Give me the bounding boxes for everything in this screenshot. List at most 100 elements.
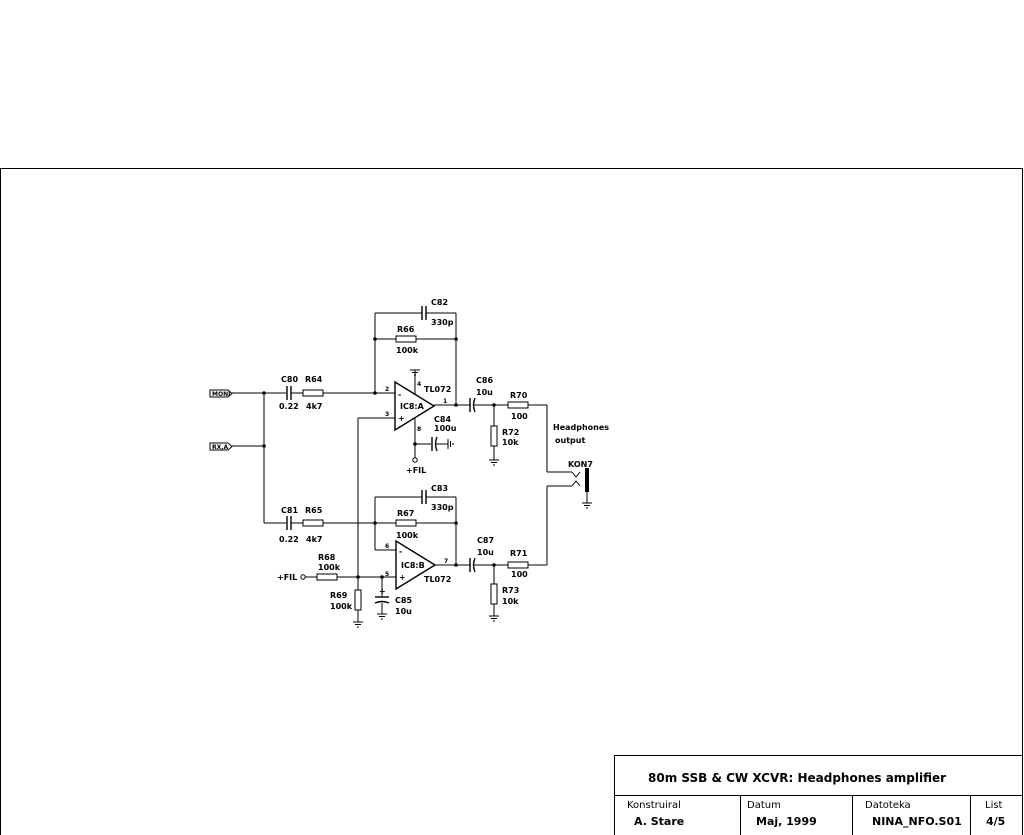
title-block: 80m SSB & CW XCVR: Headphones amplifier … bbox=[614, 755, 1023, 835]
resistor-r66: R66 100k bbox=[395, 325, 419, 355]
svg-text:IC8:A: IC8:A bbox=[400, 402, 425, 411]
title-block-designer: A. Stare bbox=[634, 815, 684, 828]
capacitor-c87: C87 10u bbox=[469, 536, 494, 573]
wires-input-rx bbox=[232, 391, 375, 524]
opamp-ic8b: - + IC8:B TL072 6 5 7 bbox=[385, 539, 470, 591]
svg-text:330p: 330p bbox=[431, 503, 454, 512]
svg-text:100k: 100k bbox=[396, 346, 419, 355]
svg-text:7: 7 bbox=[444, 558, 448, 565]
svg-text:R64: R64 bbox=[305, 375, 323, 384]
svg-text:100k: 100k bbox=[396, 531, 419, 540]
wires-output-a bbox=[474, 403, 572, 473]
svg-text:100k: 100k bbox=[330, 602, 353, 611]
title-block-file-caption: Datoteka bbox=[865, 800, 911, 811]
svg-text:100u: 100u bbox=[434, 424, 457, 433]
svg-text:IC8:B: IC8:B bbox=[401, 561, 425, 570]
port-moni: MONI bbox=[209, 389, 233, 398]
svg-text:-: - bbox=[399, 547, 402, 556]
sheet-border bbox=[0, 168, 1023, 835]
ground-r72 bbox=[489, 459, 499, 466]
capacitor-c85: + C85 10u bbox=[374, 587, 412, 616]
svg-text:3: 3 bbox=[385, 411, 389, 418]
svg-text:100: 100 bbox=[511, 412, 528, 421]
svg-text:R72: R72 bbox=[502, 428, 519, 437]
svg-text:KON7: KON7 bbox=[568, 460, 593, 469]
svg-text:10k: 10k bbox=[502, 597, 519, 606]
svg-text:8: 8 bbox=[417, 426, 421, 433]
svg-text:100k: 100k bbox=[318, 563, 341, 572]
svg-text:Headphones: Headphones bbox=[553, 423, 609, 432]
port-rx: RX,A bbox=[209, 442, 233, 451]
svg-text:1: 1 bbox=[443, 398, 447, 405]
bias-network: +FIL bbox=[277, 418, 392, 622]
title-block-date-caption: Datum bbox=[747, 800, 781, 811]
svg-text:10u: 10u bbox=[476, 388, 493, 397]
svg-text:+FIL: +FIL bbox=[277, 573, 297, 582]
capacitor-c82: C82 330p bbox=[421, 298, 454, 327]
svg-text:5: 5 bbox=[385, 571, 389, 578]
resistor-r68: R68 100k bbox=[316, 553, 341, 581]
svg-text:+FIL: +FIL bbox=[406, 466, 426, 475]
svg-text:C83: C83 bbox=[431, 484, 448, 493]
svg-text:10k: 10k bbox=[502, 438, 519, 447]
title-block-sheet: 4/5 bbox=[986, 815, 1005, 828]
capacitor-c84: C84 100u bbox=[431, 415, 457, 452]
resistor-r69: R69 100k bbox=[330, 589, 362, 611]
capacitor-c81: C81 0.22 bbox=[279, 506, 299, 544]
svg-text:R65: R65 bbox=[305, 506, 323, 515]
svg-text:R73: R73 bbox=[502, 586, 519, 595]
svg-text:4: 4 bbox=[417, 381, 421, 388]
svg-text:+: + bbox=[379, 587, 386, 596]
title-block-sheet-caption: List bbox=[985, 800, 1003, 811]
svg-text:output: output bbox=[555, 436, 585, 445]
svg-text:10u: 10u bbox=[395, 607, 412, 616]
svg-text:4k7: 4k7 bbox=[306, 402, 322, 411]
svg-text:2: 2 bbox=[385, 386, 389, 393]
svg-text:10u: 10u bbox=[477, 548, 494, 557]
capacitor-c86: C86 10u bbox=[469, 376, 493, 413]
svg-text:C86: C86 bbox=[476, 376, 493, 385]
svg-text:MONI: MONI bbox=[212, 391, 230, 398]
svg-text:C84: C84 bbox=[434, 415, 451, 424]
wires-output-b bbox=[474, 485, 572, 616]
svg-text:R70: R70 bbox=[510, 391, 528, 400]
connector-kon7: Headphones output KON7 bbox=[553, 423, 609, 509]
svg-text:0.22: 0.22 bbox=[279, 402, 299, 411]
svg-text:C87: C87 bbox=[477, 536, 494, 545]
capacitor-c83: C83 330p bbox=[421, 484, 454, 512]
svg-text:C80: C80 bbox=[281, 375, 298, 384]
svg-text:TL072: TL072 bbox=[424, 575, 451, 584]
svg-text:R66: R66 bbox=[397, 325, 415, 334]
title-block-designer-caption: Konstruiral bbox=[627, 800, 681, 811]
resistor-r65: R65 4k7 bbox=[302, 506, 324, 544]
svg-text:R69: R69 bbox=[330, 591, 348, 600]
title-block-date: Maj, 1999 bbox=[756, 815, 817, 828]
resistor-r64: R64 4k7 bbox=[302, 375, 324, 411]
svg-text:C85: C85 bbox=[395, 596, 412, 605]
svg-text:TL072: TL072 bbox=[424, 385, 451, 394]
svg-text:R71: R71 bbox=[510, 549, 528, 558]
svg-text:RX,A: RX,A bbox=[212, 444, 229, 451]
feedback-network-a bbox=[373, 312, 458, 405]
svg-text:6: 6 bbox=[385, 543, 389, 550]
ground-c85 bbox=[377, 613, 387, 620]
title-block-title: 80m SSB & CW XCVR: Headphones amplifier bbox=[648, 771, 946, 785]
svg-text:0.22: 0.22 bbox=[279, 535, 299, 544]
title-block-file: NINA_NFO.S01 bbox=[872, 815, 962, 828]
capacitor-c80: C80 0.22 bbox=[279, 375, 299, 411]
feedback-network-b bbox=[373, 496, 458, 565]
resistor-r73: R73 10k bbox=[490, 583, 519, 606]
supply-pin-vminus bbox=[410, 369, 420, 394]
ground-r69 bbox=[353, 621, 363, 628]
svg-text:330p: 330p bbox=[431, 318, 454, 327]
svg-text:-: - bbox=[398, 390, 401, 399]
svg-text:R68: R68 bbox=[318, 553, 336, 562]
supply-pin-vplus: +FIL bbox=[406, 418, 431, 475]
svg-text:+: + bbox=[399, 573, 406, 582]
svg-text:R67: R67 bbox=[397, 509, 414, 518]
svg-text:C82: C82 bbox=[431, 298, 448, 307]
resistor-r67: R67 100k bbox=[395, 509, 419, 540]
resistor-r71: R71 100 bbox=[507, 549, 529, 579]
svg-text:100: 100 bbox=[511, 570, 528, 579]
